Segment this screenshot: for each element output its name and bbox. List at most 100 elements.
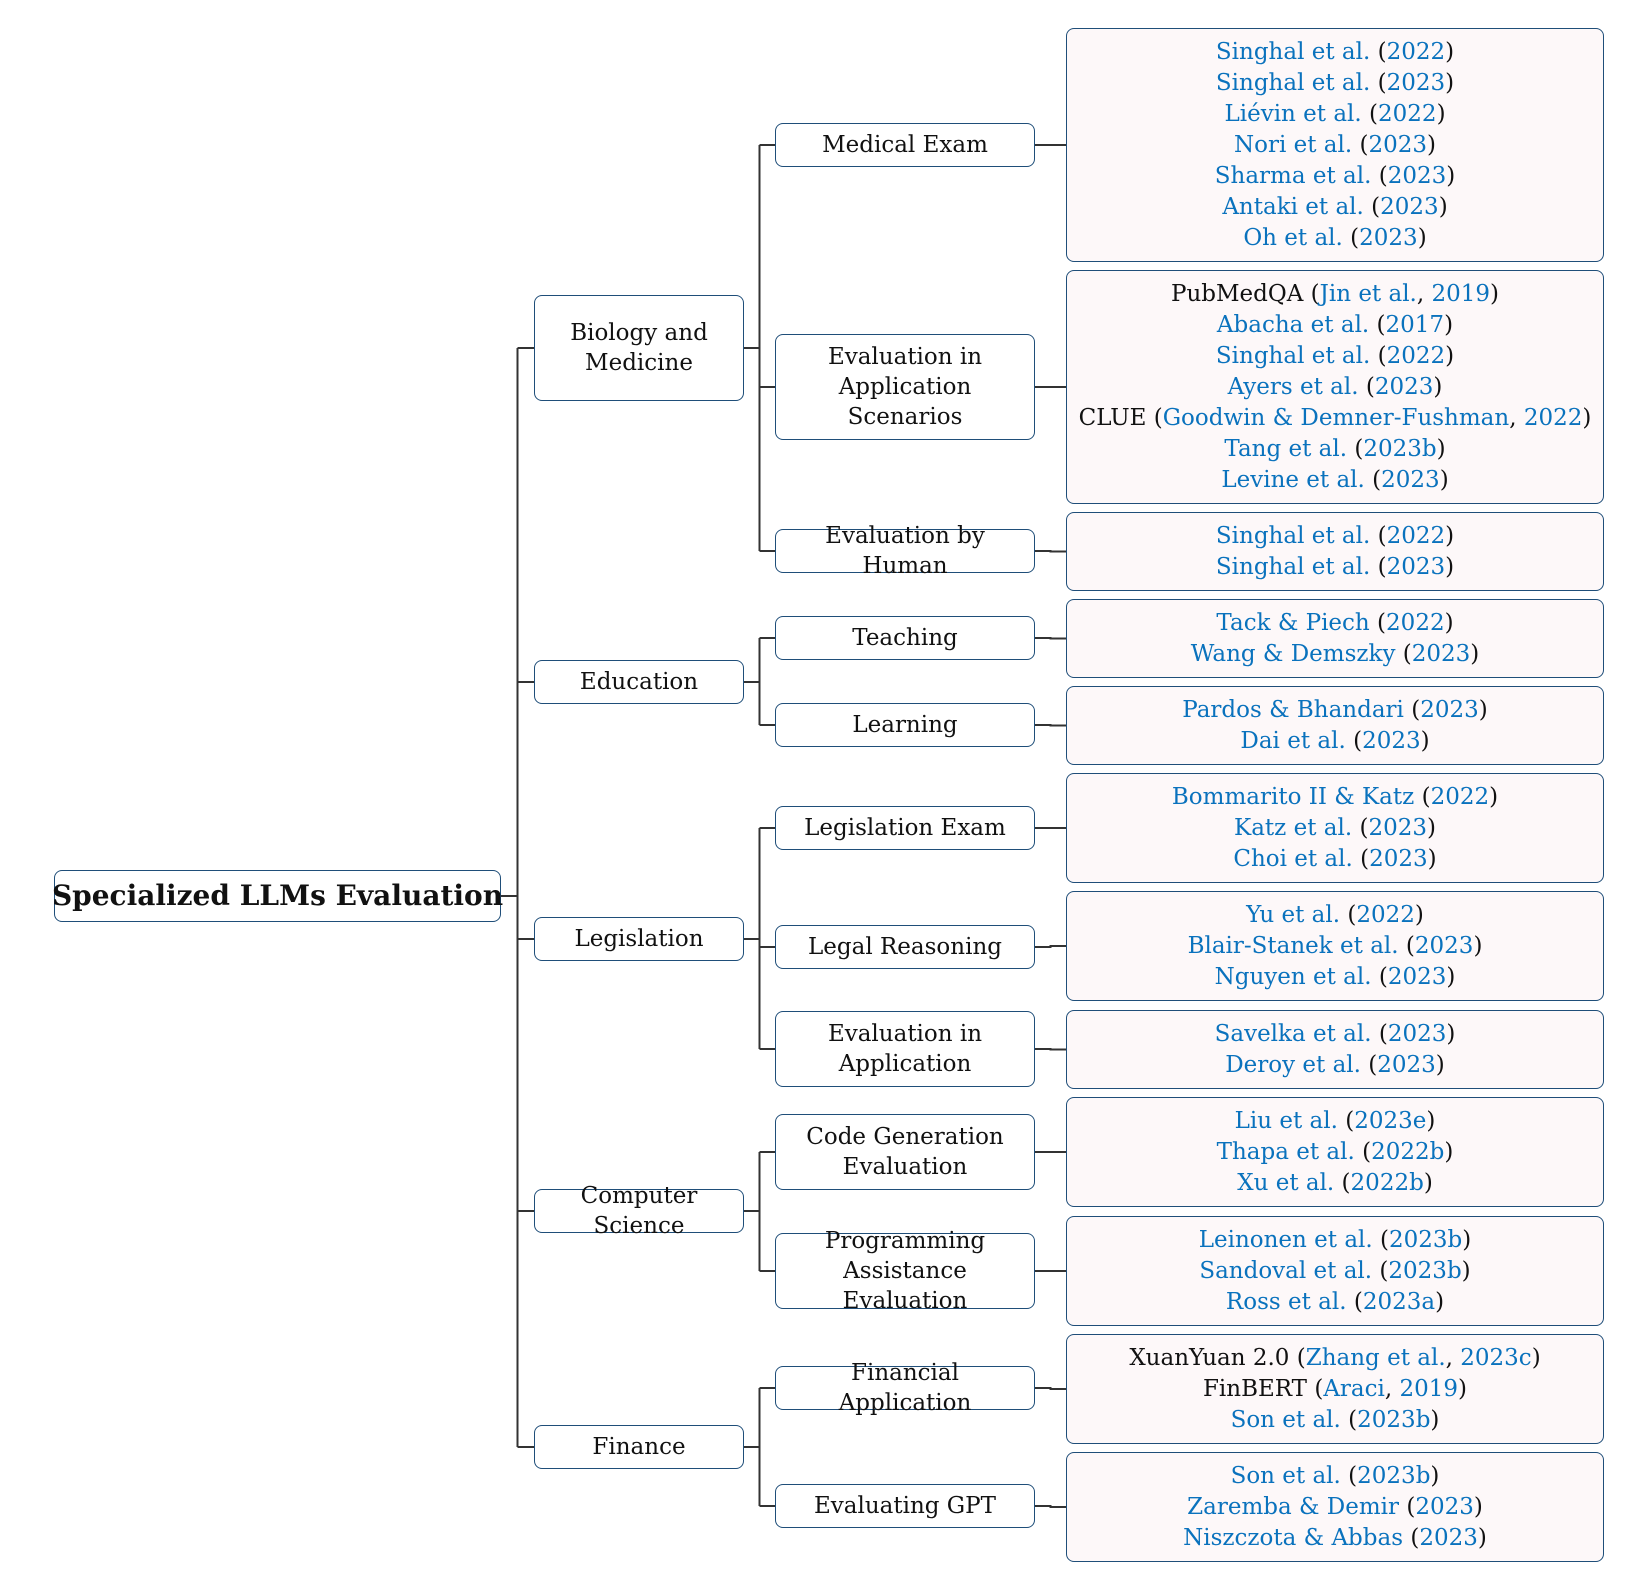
citation-link[interactable]: Zaremba & Demir [1187, 1493, 1400, 1520]
citation-link[interactable]: Deroy et al. [1225, 1051, 1361, 1078]
citation-link[interactable]: 2022b [1350, 1169, 1424, 1196]
citation-link[interactable]: Xu et al. [1237, 1169, 1335, 1196]
citation-link[interactable]: Bommarito II & Katz [1171, 783, 1415, 810]
citation-link[interactable]: Son et al. [1230, 1462, 1341, 1489]
citation-link[interactable]: Singhal et al. [1215, 69, 1371, 96]
citation-link[interactable]: Levine et al. [1221, 466, 1365, 493]
citation-link[interactable]: Zhang et al. [1305, 1344, 1446, 1371]
citation-link[interactable]: 2023 [1377, 1051, 1436, 1078]
citation-link[interactable]: 2023 [1380, 193, 1439, 220]
citation-link[interactable]: Pardos & Bhandari [1182, 696, 1404, 723]
citation-link[interactable]: 2023 [1369, 845, 1428, 872]
citation-text: ) [1445, 69, 1455, 96]
citation-link[interactable]: Katz et al. [1234, 814, 1353, 841]
citation-text: ( [1369, 609, 1387, 636]
citation-link[interactable]: Sandoval et al. [1199, 1257, 1373, 1284]
citation-text: ( [1369, 311, 1386, 338]
citation-text: ) [1582, 404, 1592, 431]
citation-link[interactable]: 2023 [1386, 553, 1446, 580]
citation-link[interactable]: 2023b [1357, 1462, 1431, 1489]
citation-link[interactable]: Yu et al. [1246, 901, 1341, 928]
sub-medical-exam: Medical Exam [775, 123, 1035, 167]
citation-link[interactable]: Niszczota & Abbas [1183, 1524, 1404, 1551]
citation-text: ) [1444, 311, 1454, 338]
citation-link[interactable]: Singhal et al. [1215, 522, 1371, 549]
citation-link[interactable]: 2019 [1399, 1375, 1459, 1402]
citation-link[interactable]: 2023 [1411, 640, 1471, 667]
citation-link[interactable]: 2022 [1523, 404, 1583, 431]
citation-link[interactable]: 2022 [1386, 38, 1446, 65]
citation-link[interactable]: Singhal et al. [1215, 38, 1371, 65]
citation-link[interactable]: 2023e [1354, 1107, 1427, 1134]
citation-link[interactable]: Singhal et al. [1215, 342, 1371, 369]
citation-link[interactable]: 2023b [1363, 435, 1437, 462]
citation-link[interactable]: 2023 [1359, 224, 1418, 251]
citation-link[interactable]: 2023 [1387, 1020, 1447, 1047]
citation-link[interactable]: Abacha et al. [1216, 311, 1370, 338]
citation-link[interactable]: 2023 [1386, 69, 1446, 96]
citation-link[interactable]: Goodwin & Demner-Fushman [1162, 404, 1510, 431]
citation-link[interactable]: 2022 [1356, 901, 1415, 928]
citation-link[interactable]: Leinonen et al. [1198, 1226, 1373, 1253]
citation-link[interactable]: Ross et al. [1225, 1288, 1347, 1315]
citation-link[interactable]: 2022 [1386, 522, 1446, 549]
citation-link[interactable]: Ayers et al. [1227, 373, 1359, 400]
citation-link[interactable]: 2022b [1371, 1138, 1445, 1165]
citation-link[interactable]: Wang & Demszky [1190, 640, 1396, 667]
citation-link[interactable]: 2017 [1385, 311, 1445, 338]
citation-link[interactable]: Choi et al. [1233, 845, 1353, 872]
citation-link[interactable]: 2023b [1389, 1226, 1463, 1253]
citation-link[interactable]: Jin et al. [1319, 280, 1417, 307]
citation-link[interactable]: Liévin et al. [1224, 100, 1362, 127]
citation-text: ( [1372, 1226, 1390, 1253]
citation-link[interactable]: 2023 [1414, 932, 1474, 959]
citation-text: ( [1340, 901, 1357, 928]
citation-link[interactable]: Savelka et al. [1214, 1020, 1372, 1047]
citation-link[interactable]: Antaki et al. [1222, 193, 1364, 220]
citation-link[interactable]: 2023 [1420, 696, 1479, 723]
refs-code-generation-evaluation: Liu et al. (2023e)Thapa et al. (2022b)Xu… [1066, 1097, 1604, 1207]
citation-link[interactable]: 2023 [1387, 162, 1447, 189]
citation-link[interactable]: 2023 [1362, 727, 1421, 754]
citation-text: ( [1347, 435, 1364, 462]
citation-link[interactable]: 2022 [1386, 342, 1446, 369]
citation-link[interactable]: 2023a [1362, 1288, 1436, 1315]
citation-link[interactable]: 2023 [1387, 963, 1447, 990]
citation-link[interactable]: Thapa et al. [1216, 1138, 1355, 1165]
citation-link[interactable]: 2023b [1388, 1257, 1462, 1284]
citation-link[interactable]: 2023 [1374, 373, 1434, 400]
citation-link[interactable]: 2023 [1381, 466, 1440, 493]
citation-link[interactable]: Singhal et al. [1215, 553, 1371, 580]
citation-link[interactable]: Sharma et al. [1214, 162, 1372, 189]
citation-link[interactable]: Oh et al. [1243, 224, 1343, 251]
reference-entry: Wang & Demszky (2023) [1191, 639, 1480, 670]
citation-link[interactable]: Araci [1323, 1375, 1385, 1402]
citation-link[interactable]: Tang et al. [1224, 435, 1348, 462]
reference-entry: Dai et al. (2023) [1240, 726, 1429, 757]
citation-text: ) [1439, 466, 1449, 493]
citation-text: ( [1352, 845, 1370, 872]
citation-link[interactable]: Dai et al. [1240, 727, 1346, 754]
sub-evaluation-in-application: Evaluation in Application [775, 1011, 1035, 1087]
citation-link[interactable]: 2023 [1419, 1524, 1478, 1551]
citation-link[interactable]: 2019 [1431, 280, 1491, 307]
citation-link[interactable]: 2022 [1430, 783, 1490, 810]
citation-link[interactable]: 2023c [1460, 1344, 1532, 1371]
citation-link[interactable]: Blair-Stanek et al. [1187, 932, 1399, 959]
citation-link[interactable]: Nori et al. [1233, 131, 1353, 158]
category-computer-science: Computer Science [534, 1183, 744, 1239]
citation-link[interactable]: Liu et al. [1234, 1107, 1338, 1134]
citation-link[interactable]: 2023b [1357, 1406, 1431, 1433]
citation-text: ) [1489, 783, 1499, 810]
citation-link[interactable]: 2023 [1368, 814, 1427, 841]
citation-link[interactable]: Son et al. [1230, 1406, 1341, 1433]
citation-link[interactable]: Tack & Piech [1216, 609, 1370, 636]
sub-code-generation-evaluation: Code Generation Evaluation [775, 1114, 1035, 1190]
citation-link[interactable]: Nguyen et al. [1214, 963, 1372, 990]
citation-text: ( [1354, 1138, 1372, 1165]
citation-text: ) [1445, 38, 1455, 65]
citation-link[interactable]: 2022 [1386, 609, 1445, 636]
citation-link[interactable]: 2022 [1378, 100, 1437, 127]
citation-link[interactable]: 2023 [1415, 1493, 1474, 1520]
citation-link[interactable]: 2023 [1368, 131, 1428, 158]
